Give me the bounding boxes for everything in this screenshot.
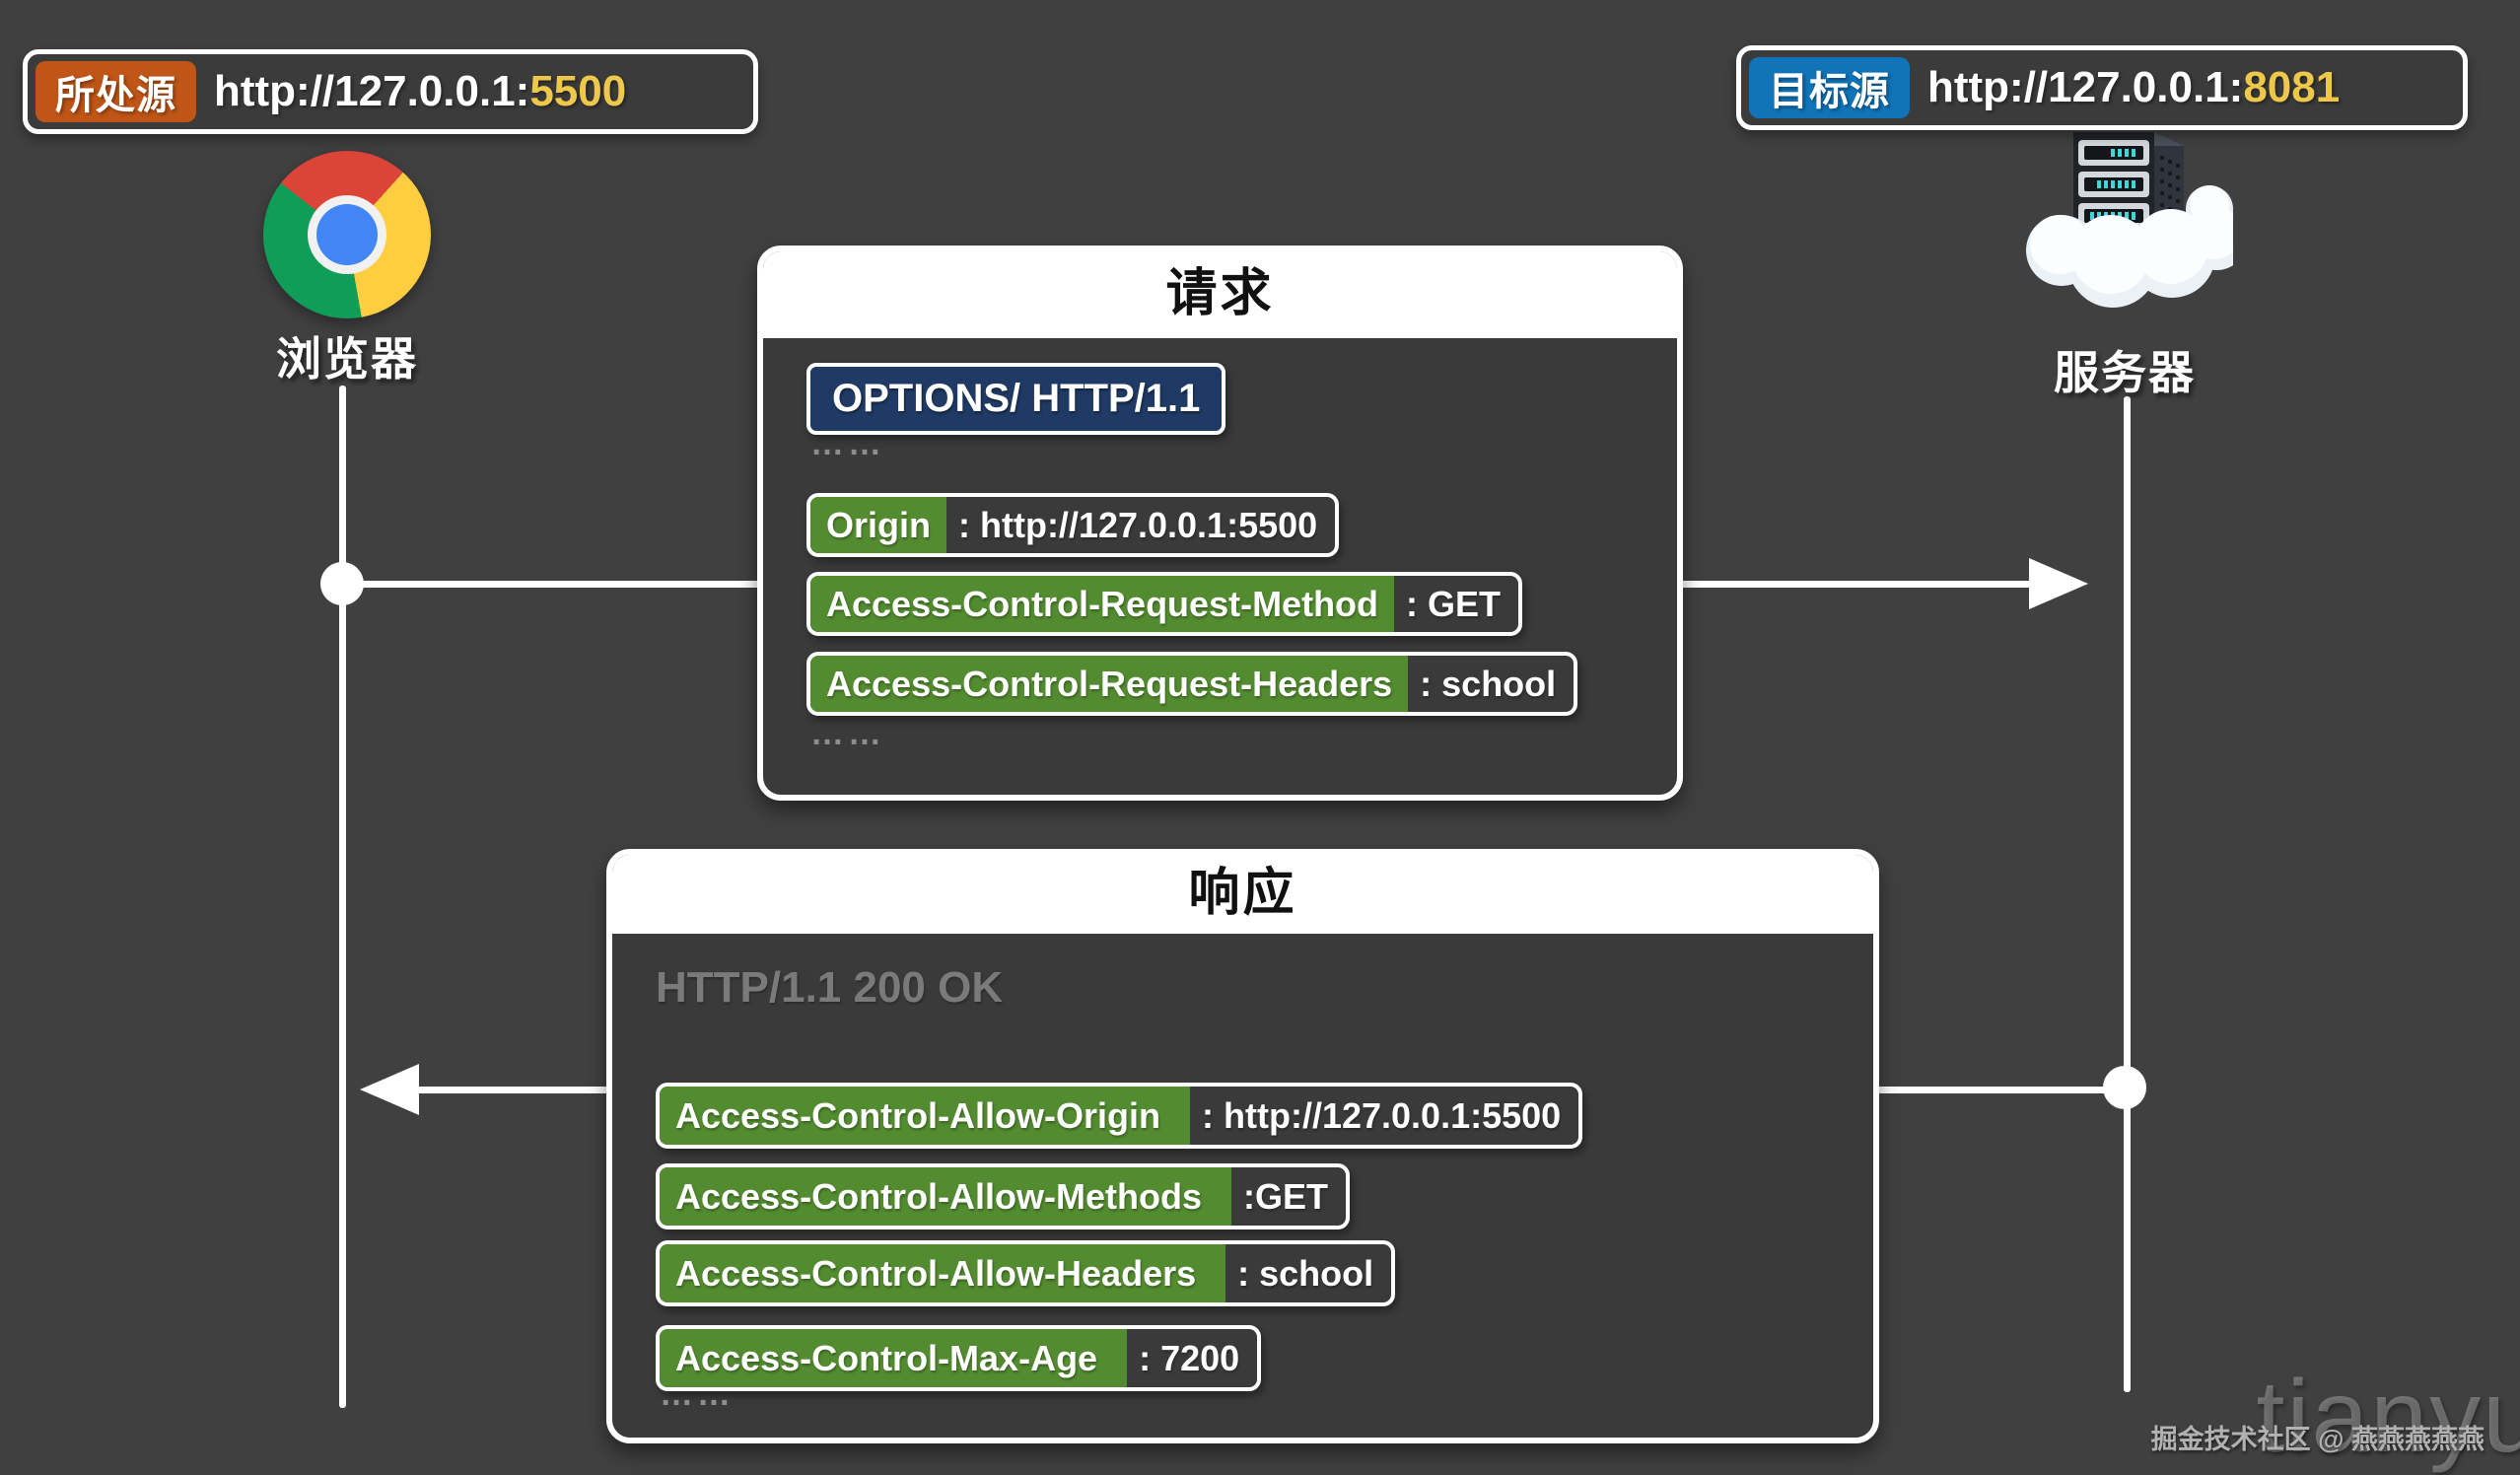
request-header-method: Access-Control-Request-Method : GET <box>806 572 1523 636</box>
target-origin-tag: 目标源 <box>1749 57 1910 118</box>
source-origin-tag: 所处源 <box>35 61 196 122</box>
source-origin-host: http://127.0.0.1: <box>214 67 530 115</box>
response-panel: 响应 HTTP/1.1 200 OK …… Access-Control-All… <box>606 849 1879 1443</box>
ellipsis-text: …… <box>810 425 885 462</box>
target-origin-badge: 目标源 http://127.0.0.1:8081 <box>1736 45 2468 130</box>
request-panel-title: 请求 <box>763 251 1677 338</box>
header-name: Access-Control-Max-Age <box>660 1329 1128 1387</box>
request-panel: 请求 OPTIONS/ HTTP/1.1 …… Origin : http://… <box>757 246 1683 801</box>
request-header-headers: Access-Control-Request-Headers : school <box>806 652 1578 716</box>
browser-connection-dot <box>320 562 364 605</box>
header-value: : http://127.0.0.1:5500 <box>958 504 1318 545</box>
browser-label: 浏览器 <box>276 333 418 385</box>
target-origin-url: http://127.0.0.1:8081 <box>1927 63 2340 112</box>
header-name: Access-Control-Allow-Methods <box>660 1167 1232 1226</box>
browser-timeline <box>339 386 346 1408</box>
response-status-line: HTTP/1.1 200 OK <box>656 963 1004 1012</box>
response-arrowhead-icon <box>360 1064 419 1115</box>
request-panel-body: OPTIONS/ HTTP/1.1 …… Origin : http://127… <box>763 338 1677 789</box>
server-timeline <box>2124 396 2131 1392</box>
header-value: : GET <box>1406 583 1502 624</box>
request-header-origin: Origin : http://127.0.0.1:5500 <box>806 493 1340 557</box>
response-header-allow-methods: Access-Control-Allow-Methods :GET <box>656 1163 1351 1229</box>
header-name: Access-Control-Allow-Headers <box>660 1244 1226 1302</box>
server-connection-dot <box>2103 1066 2146 1109</box>
header-name: Access-Control-Allow-Origin <box>660 1087 1191 1145</box>
chrome-hub <box>316 204 378 265</box>
source-origin-url: http://127.0.0.1:5500 <box>214 67 626 116</box>
ellipsis-text: …… <box>660 1375 735 1413</box>
request-line-text: OPTIONS/ HTTP/1.1 <box>832 377 1201 420</box>
header-value: : http://127.0.0.1:5500 <box>1202 1094 1562 1136</box>
target-origin-port: 8081 <box>2243 63 2341 111</box>
source-origin-badge: 所处源 http://127.0.0.1:5500 <box>23 49 758 134</box>
request-line-pill: OPTIONS/ HTTP/1.1 <box>806 363 1226 435</box>
response-panel-body: HTTP/1.1 200 OK …… Access-Control-Allow-… <box>612 934 1873 1432</box>
source-origin-port: 5500 <box>529 67 627 115</box>
header-value: : school <box>1420 663 1557 704</box>
response-header-allow-headers: Access-Control-Allow-Headers : school <box>656 1240 1396 1306</box>
watermark-tianyu: tianyu <box>2256 1360 2520 1474</box>
header-value: : school <box>1237 1252 1374 1294</box>
response-header-allow-origin: Access-Control-Allow-Origin : http://127… <box>656 1083 1583 1149</box>
server-label: 服务器 <box>2054 347 2196 398</box>
ellipsis-text: …… <box>810 715 885 752</box>
header-name: Origin <box>810 497 946 553</box>
header-name: Access-Control-Request-Headers <box>810 656 1409 712</box>
header-value: :GET <box>1243 1175 1329 1217</box>
chrome-browser-icon <box>263 151 431 318</box>
response-panel-title: 响应 <box>612 855 1873 934</box>
header-name: Access-Control-Request-Method <box>810 576 1395 632</box>
target-origin-host: http://127.0.0.1: <box>1927 63 2244 111</box>
header-value: : 7200 <box>1139 1337 1240 1378</box>
watermark-community: 掘金技术社区 @ 燕燕燕燕燕 <box>2150 1425 2485 1454</box>
response-header-max-age: Access-Control-Max-Age : 7200 <box>656 1325 1262 1391</box>
server-icon <box>2026 132 2233 308</box>
request-arrowhead-icon <box>2029 558 2088 609</box>
